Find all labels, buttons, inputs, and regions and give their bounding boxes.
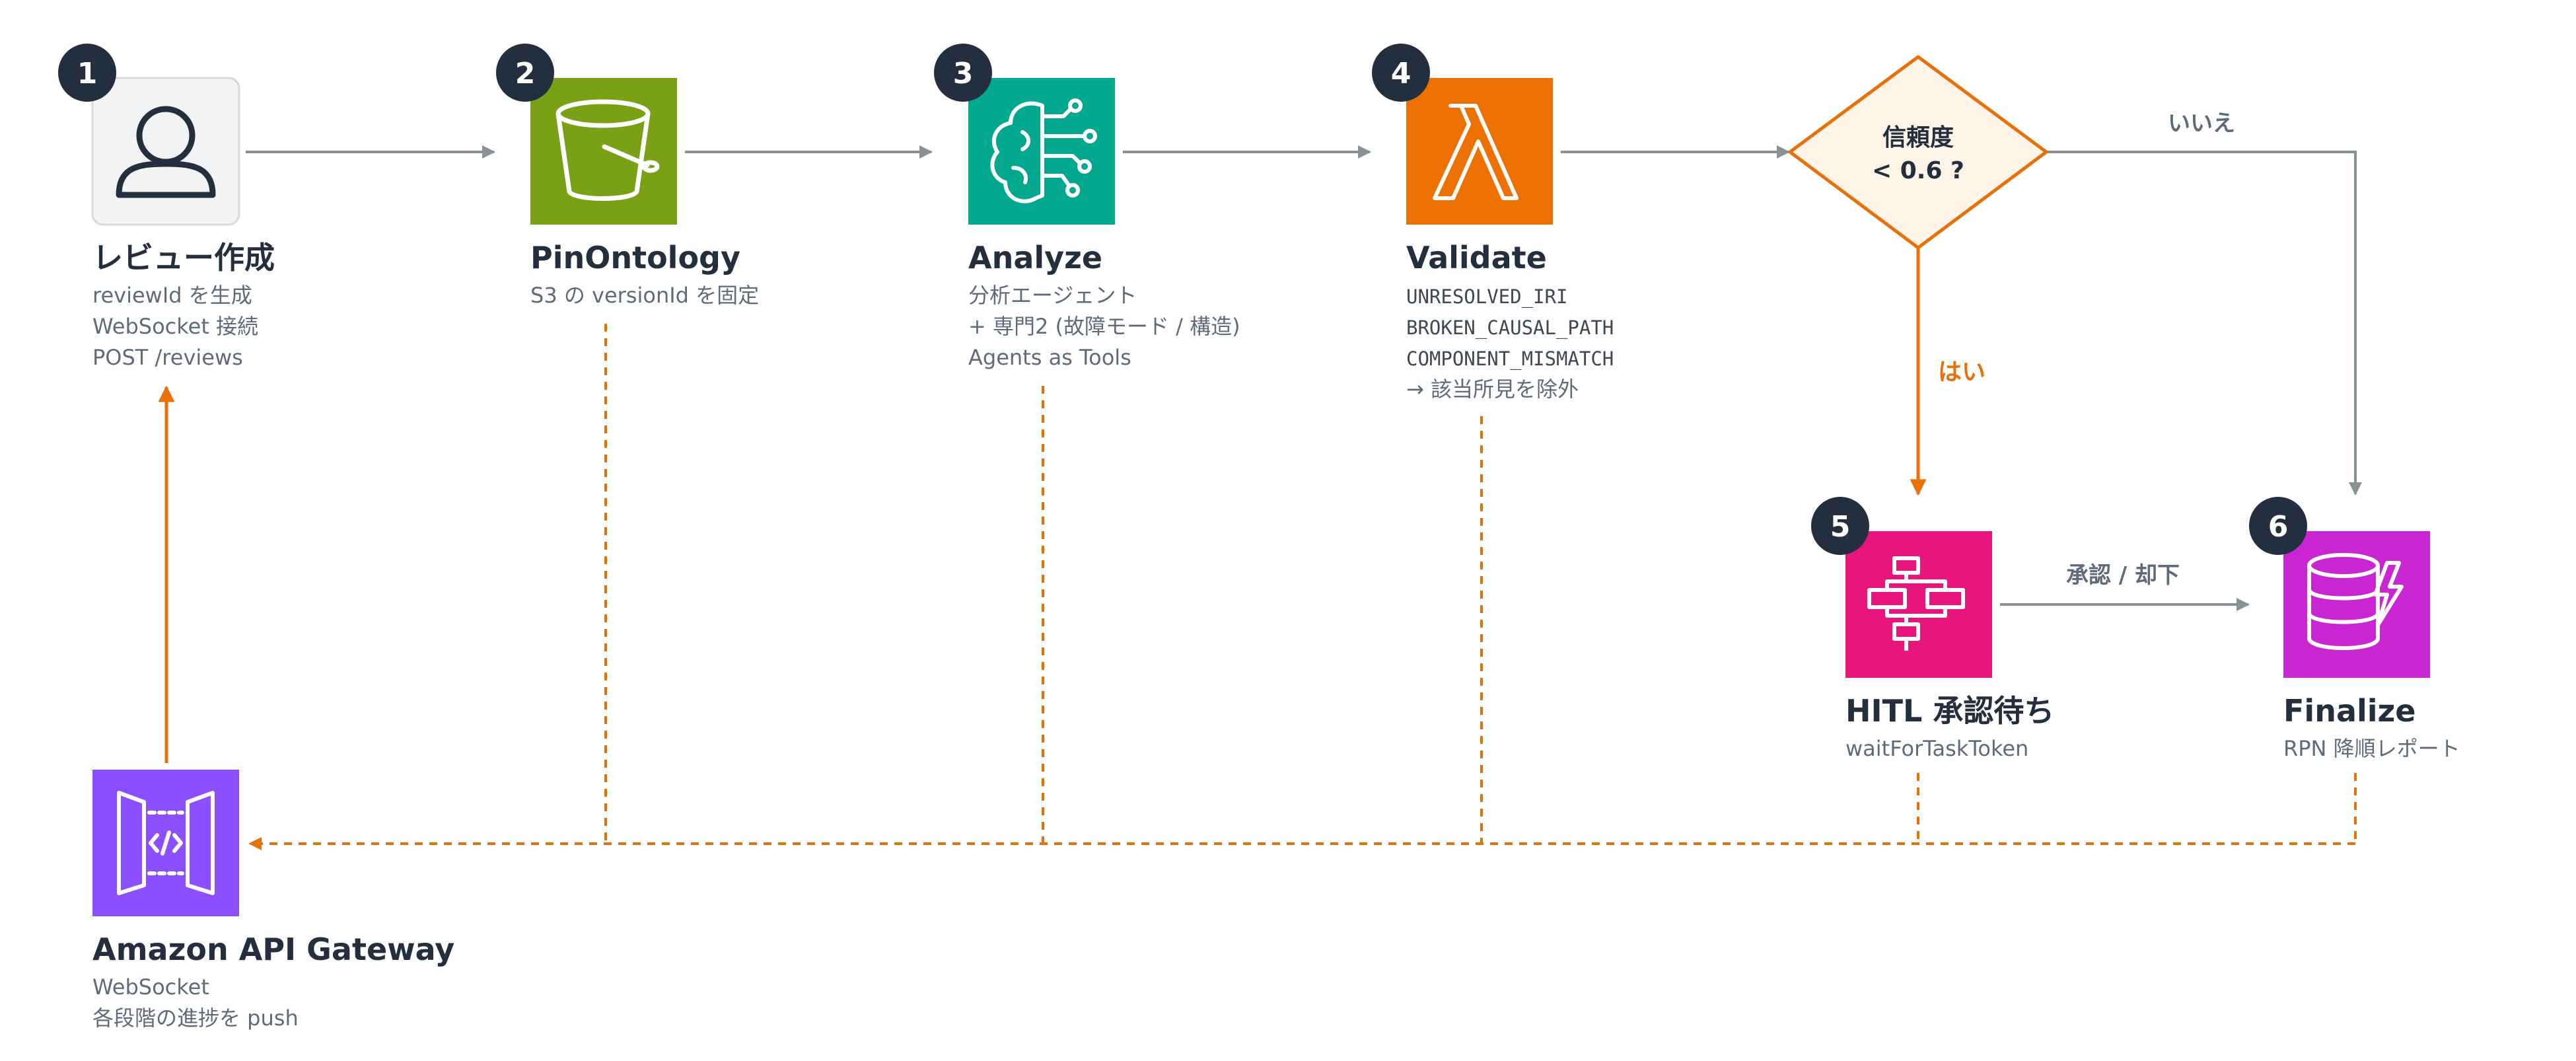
step-badge-number: 4	[1391, 57, 1412, 91]
dynamodb-icon	[2307, 553, 2404, 650]
step-desc-line: reviewId を生成	[92, 283, 252, 308]
step-desc-line: 各段階の進捗を push	[92, 1006, 299, 1031]
step-desc-line: S3 の versionId を固定	[530, 283, 759, 308]
step-desc-line: WebSocket 接続	[92, 314, 258, 339]
step-review: 1 レビュー作成 reviewId を生成 WebSocket 接続 POST …	[58, 44, 275, 370]
step-pin-ontology: 2 PinOntology S3 の versionId を固定	[496, 44, 759, 308]
step-title: Validate	[1406, 240, 1547, 275]
step-validate: 4 Validate UNRESOLVED_IRI BROKEN_CAUSAL_…	[1372, 44, 1614, 402]
step-title: HITL 承認待ち	[1845, 693, 2054, 729]
dynamodb-icon-tile	[2283, 531, 2430, 678]
api-gateway-icon	[117, 791, 215, 895]
step-title: Amazon API Gateway	[92, 932, 454, 967]
step-title: PinOntology	[530, 240, 740, 275]
step-badge	[1811, 497, 1869, 555]
step-hitl: 5 HITL 承認待ち waitForTaskToken	[1811, 497, 2054, 761]
error-code-line: COMPONENT_MISMATCH	[1406, 348, 1614, 371]
edges: いいえ はい 承認 / 却下	[158, 110, 2362, 850]
step-badge-number: 5	[1830, 510, 1851, 544]
step-functions-icon	[1867, 556, 1965, 651]
step-api-gateway: Amazon API Gateway WebSocket 各段階の進捗を pus…	[92, 770, 454, 1031]
step-title: Finalize	[2283, 693, 2416, 729]
error-code-line: UNRESOLVED_IRI	[1406, 285, 1567, 309]
bedrock-brain-icon	[990, 98, 1097, 203]
step-desc-line: waitForTaskToken	[1845, 736, 2028, 761]
user-icon	[116, 106, 216, 198]
s3-bucket-icon	[555, 99, 660, 201]
step-badge	[2249, 497, 2307, 555]
step-desc-line: Agents as Tools	[968, 345, 1131, 370]
edge-label-approve: 承認 / 却下	[2066, 562, 2180, 589]
decision-confidence: 信頼度 < 0.6 ?	[1788, 55, 2048, 250]
step-desc-line: 分析エージェント	[968, 283, 1137, 308]
step-desc-line: RPN 降順レポート	[2283, 736, 2460, 761]
step-badge	[496, 44, 554, 102]
step-desc-line: + 専門2 (故障モード / 構造)	[968, 314, 1240, 339]
step-title: レビュー作成	[92, 240, 275, 275]
step-badge-number: 1	[77, 57, 98, 91]
step-badge	[1372, 44, 1430, 102]
decision-text-line2: < 0.6 ?	[1872, 157, 1964, 184]
step-badge-number: 2	[515, 57, 536, 91]
user-icon-tile	[91, 77, 240, 226]
step-desc-line: POST /reviews	[92, 345, 243, 370]
lambda-icon-tile	[1406, 78, 1553, 225]
decision-text-line1: 信頼度	[1882, 124, 1954, 151]
step-badge-number: 3	[953, 57, 974, 91]
step-badge	[58, 44, 116, 102]
edge-decision-no-to-finalize	[2046, 151, 2362, 495]
edge-label-no: いいえ	[2168, 110, 2235, 137]
step-badge	[934, 44, 992, 102]
step-finalize: 6 Finalize RPN 降順レポート	[2249, 497, 2460, 761]
step-badge-number: 6	[2268, 510, 2289, 544]
step-title: Analyze	[968, 240, 1102, 275]
lambda-icon	[1433, 104, 1519, 200]
step-desc-line: → 該当所見を除外	[1406, 377, 1579, 402]
decision-diamond	[1788, 55, 2048, 250]
step-analyze: 3 Analyze 分析エージェント + 専門2 (故障モード / 構造) Ag…	[934, 44, 1240, 370]
error-code-line: BROKEN_CAUSAL_PATH	[1406, 316, 1614, 340]
step-desc-line: WebSocket	[92, 974, 209, 1000]
edge-label-yes: はい	[1938, 359, 1986, 386]
